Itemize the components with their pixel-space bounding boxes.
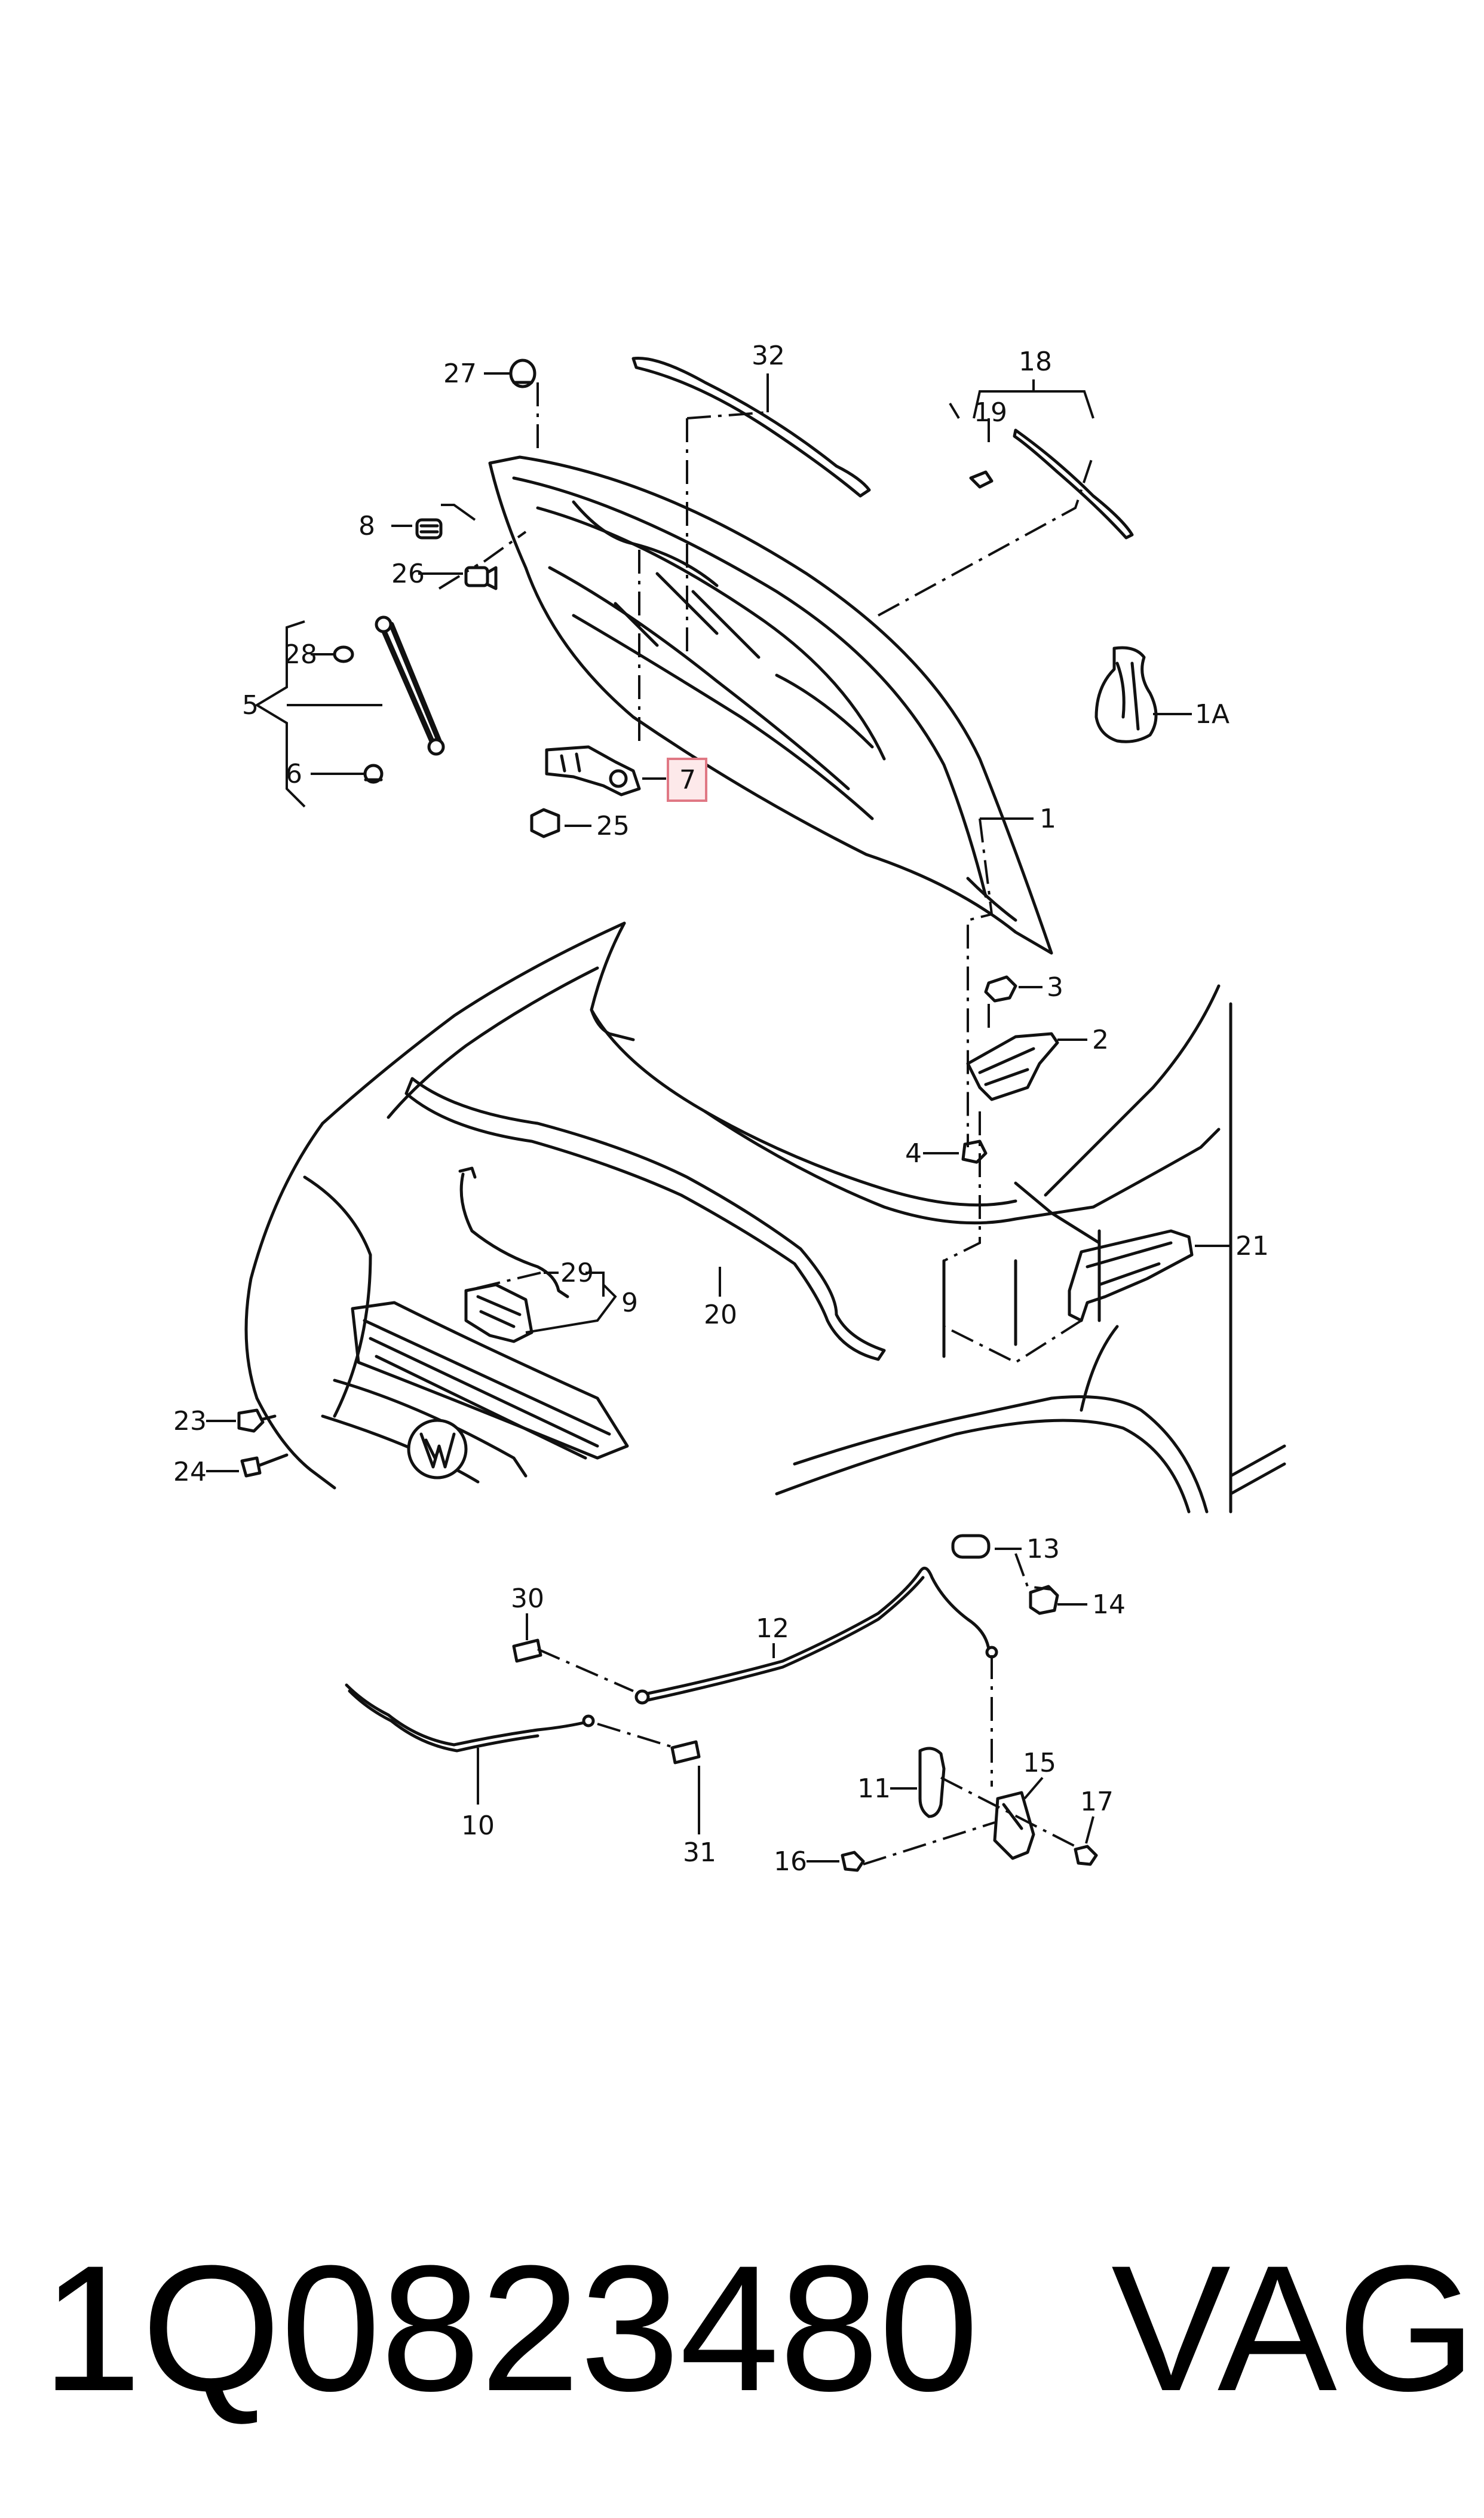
gas-strut [375,615,445,756]
label-11: 11 [857,1773,891,1804]
label-25: 25 [596,811,630,841]
nut-4 [961,1139,988,1164]
brand-name: VAG [1111,2228,1476,2428]
bracket-15 [993,1791,1035,1860]
clip-31 [670,1740,701,1765]
label-29: 29 [560,1258,594,1288]
bolt-23 [237,1408,277,1433]
label-30: 30 [511,1583,544,1614]
leader-lines [206,372,1231,1863]
cable-29 [458,1166,569,1298]
label-1: 1 [1040,804,1056,834]
bolt-24 [240,1453,289,1478]
label-32: 32 [752,341,785,371]
label-20: 20 [704,1300,737,1330]
callout-labels: 32 18 19 27 8 26 28 5 6 7 25 1 1A 3 2 4 … [173,341,1269,1877]
car-body [244,921,1286,1514]
label-10: 10 [461,1811,495,1841]
clip-28 [333,645,354,663]
hood-lock-2 [966,1032,1059,1101]
hood-hinge-7 [545,745,641,797]
label-26: 26 [391,559,425,589]
label-21: 21 [1235,1231,1269,1261]
label-28: 28 [284,639,317,670]
label-7: 7 [679,765,696,795]
hood-latch-9 [464,1283,533,1343]
clip-17 [1074,1845,1098,1866]
clip-6 [363,764,384,784]
label-16: 16 [774,1846,807,1877]
label-23: 23 [173,1406,207,1436]
clip-16 [841,1851,865,1872]
bolt-3 [984,975,1017,1003]
front-grille [321,1301,629,1484]
label-2: 2 [1092,1025,1109,1055]
bump-stop-8 [415,518,443,540]
label-6: 6 [286,759,302,789]
label-7-highlight [667,758,707,802]
label-3: 3 [1047,972,1063,1003]
part-number: 1Q0823480 [42,2228,979,2428]
label-19: 19 [974,397,1007,428]
clip-30 [512,1638,542,1663]
bolt-25 [530,808,560,838]
label-9: 9 [621,1288,638,1318]
label-18: 18 [1019,347,1052,377]
fastener-27 [509,359,536,388]
label-27: 27 [443,359,477,389]
release-cable-12 [634,1566,998,1705]
release-cable-10 [345,1683,595,1753]
label-24: 24 [173,1457,207,1487]
grommet-13 [951,1534,991,1559]
label-31: 31 [683,1837,716,1868]
label-5: 5 [242,690,259,721]
label-1A: 1A [1195,699,1229,730]
trim-strip-18 [969,428,1134,540]
insulation-bag-1A [1094,646,1158,743]
label-8: 8 [358,511,375,541]
lever-11 [918,1747,946,1818]
seal-strip-32 [631,357,871,498]
label-15: 15 [1023,1748,1056,1778]
label-13: 13 [1026,1534,1060,1564]
dashed-assembly-lines [438,382,1094,1865]
clip-14 [1029,1585,1059,1615]
label-12: 12 [756,1613,789,1644]
label-17: 17 [1080,1787,1114,1817]
bracket-21 [1068,1229,1194,1322]
label-4: 4 [905,1138,922,1169]
label-14: 14 [1092,1589,1126,1620]
hood-seal-20 [404,1077,886,1361]
bump-stop-26 [464,566,498,590]
hood-panel [488,455,1053,955]
